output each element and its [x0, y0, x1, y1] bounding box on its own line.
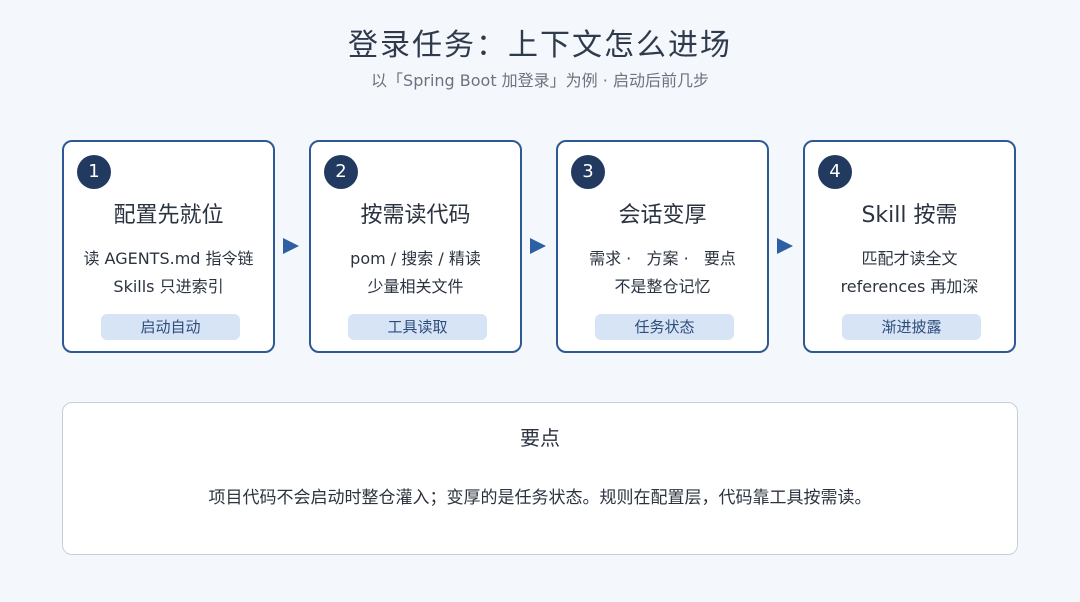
keypoints-panel: 要点 项目代码不会启动时整仓灌入；变厚的是任务状态。规则在配置层，代码靠工具按需…: [62, 402, 1018, 555]
step-tag: 渐进披露: [842, 314, 981, 340]
step-title: 配置先就位: [113, 203, 224, 228]
step-card-3: 3 会话变厚 需求 · 方案 · 要点 不是整仓记忆 任务状态: [556, 140, 769, 353]
step-title: 按需读代码: [360, 203, 471, 228]
page-subtitle: 以「Spring Boot 加登录」为例 · 启动后前几步: [371, 71, 709, 90]
step-title: 会话变厚: [618, 203, 707, 228]
step-detail-line: Skills 只进索引: [113, 277, 224, 296]
arrow-right-icon: [283, 238, 299, 254]
step-title: Skill 按需: [861, 203, 958, 228]
step-tag: 工具读取: [348, 314, 487, 340]
step-card-1: 1 配置先就位 读 AGENTS.md 指令链 Skills 只进索引 启动自动: [62, 140, 275, 353]
step-tag: 任务状态: [595, 314, 734, 340]
step-detail-line: 匹配才读全文: [861, 249, 958, 268]
step-detail-line: 少量相关文件: [367, 277, 464, 296]
step-number-badge: 2: [324, 155, 358, 189]
page-title: 登录任务：上下文怎么进场: [348, 28, 732, 63]
arrow-right-icon: [777, 238, 793, 254]
step-card-4: 4 Skill 按需 匹配才读全文 references 再加深 渐进披露: [803, 140, 1016, 353]
step-tag: 启动自动: [101, 314, 240, 340]
arrow-right-icon: [530, 238, 546, 254]
step-detail-line: 不是整仓记忆: [614, 277, 711, 296]
step-card-2: 2 按需读代码 pom / 搜索 / 精读 少量相关文件 工具读取: [309, 140, 522, 353]
step-detail-line: pom / 搜索 / 精读: [350, 249, 481, 268]
step-detail-line: references 再加深: [840, 277, 979, 296]
step-number-badge: 3: [571, 155, 605, 189]
keypoints-title: 要点: [520, 426, 560, 450]
keypoints-text: 项目代码不会启动时整仓灌入；变厚的是任务状态。规则在配置层，代码靠工具按需读。: [208, 488, 872, 508]
step-number-badge: 4: [818, 155, 852, 189]
step-detail-line: 需求 · 方案 · 要点: [589, 249, 736, 268]
step-detail-line: 读 AGENTS.md 指令链: [83, 249, 254, 268]
step-number-badge: 1: [77, 155, 111, 189]
